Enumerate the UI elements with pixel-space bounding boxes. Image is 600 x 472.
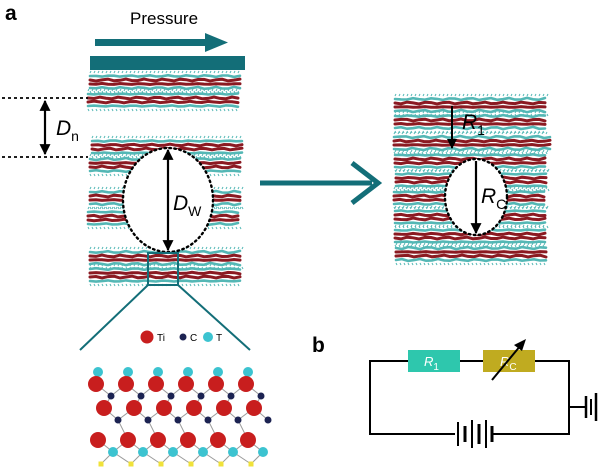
c-atom — [174, 416, 182, 424]
h-atom — [188, 461, 194, 467]
t-atom — [258, 447, 268, 457]
rc-label: RC — [481, 185, 506, 212]
ti-atom — [118, 376, 134, 392]
t-atom — [198, 447, 208, 457]
h-atom — [128, 461, 134, 467]
t-atom — [153, 367, 163, 377]
c-atom-icon — [179, 333, 187, 341]
mxene-crystal-structure — [88, 367, 272, 467]
ti-atom — [246, 400, 262, 416]
c-atom — [137, 392, 145, 400]
c-atom — [204, 416, 212, 424]
ti-atom — [208, 376, 224, 392]
h-atom — [218, 461, 224, 467]
ti-atom — [150, 432, 166, 448]
c-atom — [167, 392, 175, 400]
t-atom — [138, 447, 148, 457]
t-atom-icon — [203, 332, 213, 342]
c-atom — [264, 416, 272, 424]
ti-atom — [90, 432, 106, 448]
c-atom — [114, 416, 122, 424]
t-atom — [228, 447, 238, 457]
h-atom — [98, 461, 104, 467]
pressure-label: Pressure — [130, 9, 198, 28]
transition-arrow — [260, 161, 383, 205]
flake-layer — [394, 242, 548, 266]
t-atom — [123, 367, 133, 377]
ti-atom — [240, 432, 256, 448]
flake-layer — [392, 131, 552, 155]
atom-legend: Ti C T — [140, 330, 222, 344]
pressure-arrow — [90, 33, 245, 70]
ti-atom — [120, 432, 136, 448]
ti-atom — [238, 376, 254, 392]
circuit-diagram: R1 RC — [369, 339, 598, 448]
c-atom — [257, 392, 265, 400]
t-atom — [183, 367, 193, 377]
battery-icon — [457, 420, 494, 448]
ti-atom — [126, 400, 142, 416]
r1-resistor — [408, 350, 460, 372]
flake-layer — [88, 70, 242, 94]
t-atom — [243, 367, 253, 377]
c-atom — [107, 392, 115, 400]
c-atom — [144, 416, 152, 424]
r1-resistor-label: R1 — [424, 354, 439, 373]
flake-layer — [393, 110, 547, 134]
t-atom — [93, 367, 103, 377]
dn-label: Dn — [56, 117, 79, 144]
h-atom — [248, 461, 254, 467]
t-legend-label: T — [216, 333, 222, 344]
ti-atom — [96, 400, 112, 416]
flake-layer — [86, 88, 240, 112]
ti-legend-label: Ti — [157, 333, 165, 344]
ti-atom — [210, 432, 226, 448]
lattice-atoms — [88, 367, 272, 467]
ti-atom — [180, 432, 196, 448]
dn-spacing-indicator — [2, 97, 88, 158]
flake-layer — [393, 93, 549, 117]
r1-label: R1 — [462, 111, 485, 138]
source-icon — [584, 393, 598, 421]
panel-a-label: a — [5, 2, 17, 25]
flake-layer — [88, 263, 242, 287]
t-atom — [168, 447, 178, 457]
c-atom — [234, 416, 242, 424]
t-atom — [213, 367, 223, 377]
flake-layer — [88, 246, 244, 270]
c-atom — [227, 392, 235, 400]
h-atom — [158, 461, 164, 467]
ti-atom-icon — [140, 330, 154, 344]
panel-b-label: b — [312, 334, 325, 357]
ti-atom — [148, 376, 164, 392]
ti-atom — [216, 400, 232, 416]
ti-atom — [88, 376, 104, 392]
c-legend-label: C — [190, 333, 197, 344]
dw-label: DW — [173, 192, 202, 219]
t-atom — [108, 447, 118, 457]
zoom-indicator — [79, 252, 251, 351]
c-atom — [197, 392, 205, 400]
ti-atom — [178, 376, 194, 392]
variable-arrow-icon — [491, 339, 526, 381]
rc-resistor-label: RC — [500, 354, 517, 373]
ti-atom — [156, 400, 172, 416]
ti-atom — [186, 400, 202, 416]
